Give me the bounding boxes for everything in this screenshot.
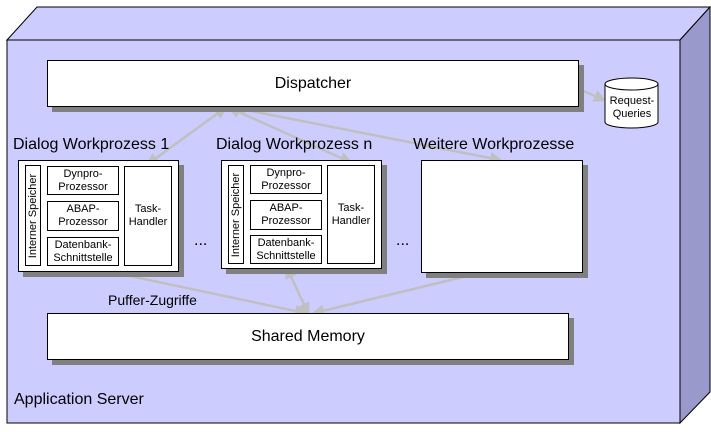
arrow-wp1-shared — [89, 263, 308, 318]
wp1-task-handler: Task-Handler — [124, 166, 172, 266]
wp1-db-interface: Datenbank-Schnittstelle — [47, 237, 119, 266]
weitere-box — [421, 160, 583, 273]
dispatcher-label: Dispatcher — [274, 74, 352, 92]
shared-memory-box: Shared Memory — [47, 313, 569, 360]
wpn-abap: ABAP-Prozessor — [250, 200, 322, 230]
dispatcher-box: Dispatcher — [47, 60, 579, 107]
wpn-box: Interner Speicher Dynpro-Prozessor ABAP-… — [221, 160, 382, 269]
wpn-dynpro: Dynpro-Prozessor — [250, 165, 322, 194]
request-queries-label: Request-Queries — [609, 95, 655, 120]
wpn-db-interface: Datenbank-Schnittstelle — [250, 235, 322, 264]
arrow-dispatcher-weitere — [233, 103, 503, 165]
database-icon — [604, 77, 659, 129]
server-label: Application Server — [14, 391, 144, 408]
arrow-weitere-shared — [311, 264, 503, 317]
ellipsis-1: ... — [194, 232, 208, 249]
weitere-title: Weitere Workprozesse — [413, 136, 575, 153]
wp1-title: Dialog Workprozess 1 — [13, 136, 170, 153]
wpn-memory: Interner Speicher — [228, 165, 244, 264]
wpn-task-handler: Task-Handler — [327, 165, 375, 264]
server-top-face — [5, 6, 711, 41]
wpn-title: Dialog Workprozess n — [216, 136, 373, 153]
wp1-memory: Interner Speicher — [25, 165, 41, 266]
arrow-wpn-shared — [285, 265, 310, 316]
buffer-access-label: Puffer-Zugriffe — [108, 292, 197, 308]
wp1-dynpro: Dynpro-Prozessor — [47, 166, 119, 195]
shared-memory-label: Shared Memory — [251, 327, 365, 345]
wp1-abap: ABAP-Prozessor — [47, 201, 119, 231]
arrow-dispatcher-wp1 — [145, 106, 228, 166]
wp1-box: Interner Speicher Dynpro-Prozessor ABAP-… — [18, 160, 179, 272]
ellipsis-2: ... — [396, 232, 410, 249]
server-side-face — [679, 5, 711, 425]
